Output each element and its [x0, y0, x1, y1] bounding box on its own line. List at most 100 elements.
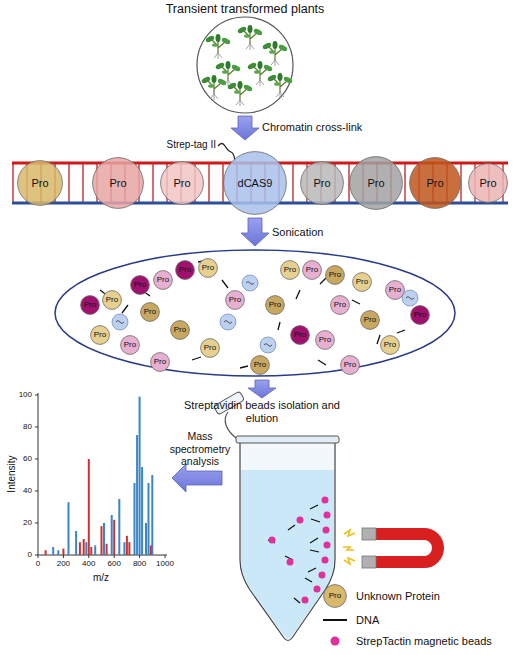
eppendorf-tube	[314, 586, 321, 593]
circle-text-box: Pro	[340, 355, 360, 375]
protein-circle: Pro	[300, 161, 344, 205]
spectrum-chart	[94, 545, 96, 555]
circle-text-box: Pro	[160, 161, 204, 205]
spectrum-chart	[141, 467, 143, 555]
circle-shape	[324, 585, 347, 608]
spectrum-chart	[111, 515, 113, 555]
eppendorf-tube	[240, 442, 335, 641]
spectrum-chart	[52, 397, 153, 555]
tick-label: 400	[74, 559, 104, 569]
protein-label: Pro	[109, 178, 126, 189]
protein-label: Pro	[426, 178, 443, 189]
protein-circle: Pro	[90, 325, 110, 345]
spectrum-chart	[139, 397, 141, 555]
circle-text-box: Pro	[250, 355, 270, 375]
protein-label: Pro	[157, 276, 169, 284]
circle-text-box: Pro	[290, 325, 310, 345]
spectrum-chart	[106, 544, 108, 555]
spectrum-chart	[79, 542, 81, 555]
protein-label: Pro	[94, 331, 106, 339]
circle-shape	[469, 164, 508, 203]
lysate-ellipse	[55, 250, 455, 376]
step-arrow	[248, 380, 276, 398]
magnet	[343, 528, 438, 568]
protein-label: Pro	[173, 178, 190, 189]
spectrum-chart	[38, 393, 39, 555]
circle-text-box: dCAS9	[223, 151, 287, 215]
protein-circle: Pro	[225, 290, 245, 310]
circle-text-box: Pro	[198, 258, 218, 278]
protein-circle: Pro	[325, 265, 345, 285]
circle-text-box: Pro	[80, 295, 100, 315]
circle-shape	[361, 311, 380, 330]
circle-text-box: Pro	[330, 295, 350, 315]
protein-circle: Pro	[130, 275, 150, 295]
protein-label: Pro	[384, 341, 396, 349]
circle-shape	[226, 291, 245, 310]
magnet	[374, 534, 438, 562]
protein-label: Pro	[134, 281, 146, 289]
eppendorf-tube	[287, 559, 294, 566]
protein-label: Pro	[329, 592, 341, 600]
circle-text-box: Pro	[315, 330, 335, 350]
protein-label: Pro	[414, 311, 426, 319]
spectrum-chart	[123, 542, 125, 555]
protein-label: Pro	[124, 341, 136, 349]
circle-text-box: Pro	[225, 290, 245, 310]
protein-label: Pro	[84, 301, 96, 309]
tick-label: 600	[99, 559, 129, 569]
protein-label: Pro	[106, 296, 118, 304]
spectrum-chart	[52, 547, 54, 555]
protein-circle: Pro	[302, 260, 322, 280]
protein-circle: Pro	[265, 295, 285, 315]
eppendorf-tube	[297, 517, 304, 524]
eppendorf-tube	[319, 572, 326, 579]
circle-text-box: Pro	[17, 160, 63, 206]
protein-circle: Pro	[80, 295, 100, 315]
heading-label: Transient transformed plants	[125, 2, 365, 17]
plant-dish	[262, 41, 288, 66]
tick-label: 80	[8, 422, 32, 432]
spectrum-chart	[145, 523, 147, 555]
tick-label: 200	[48, 559, 78, 569]
plant-dish	[247, 61, 273, 86]
protein-label: Pro	[254, 361, 266, 369]
protein-label: Pro	[31, 178, 48, 189]
eppendorf-tube	[236, 436, 339, 443]
circle-shape	[381, 336, 400, 355]
protein-circle: Pro	[140, 302, 160, 322]
circle-shape	[91, 326, 110, 345]
circle-text-box: Pro	[410, 305, 430, 325]
spectrum-chart	[85, 542, 87, 555]
plant-dish	[197, 17, 293, 113]
circle-shape	[154, 271, 173, 290]
protein-circle: Pro	[380, 335, 400, 355]
circle-text-box: Pro	[140, 302, 160, 322]
protein-label: Pro	[344, 361, 356, 369]
step-arrow	[241, 218, 269, 246]
protein-circle: Pro	[150, 352, 170, 372]
circle-text-box: Pro	[170, 320, 190, 340]
circle-shape	[331, 296, 350, 315]
tick-label: 0	[8, 550, 32, 560]
circle-shape	[303, 261, 322, 280]
tick-label: 0	[23, 559, 53, 569]
circle-shape	[141, 303, 160, 322]
spectrum-chart	[83, 539, 85, 555]
plant-dish	[227, 81, 253, 106]
eppendorf-tube	[214, 391, 339, 640]
circle-text-box: Pro	[468, 163, 508, 203]
eppendorf-tube	[269, 537, 276, 544]
circle-shape	[301, 162, 344, 205]
circle-shape	[161, 162, 204, 205]
protein-circle: Pro	[92, 157, 144, 209]
plant-dish	[201, 75, 227, 100]
legend-sample	[323, 620, 347, 621]
circle-text-box: Pro	[349, 156, 403, 210]
legend-label: Unknown Protein	[356, 589, 440, 603]
circle-text-box: Pro	[92, 157, 144, 209]
eppendorf-tube	[269, 497, 331, 604]
